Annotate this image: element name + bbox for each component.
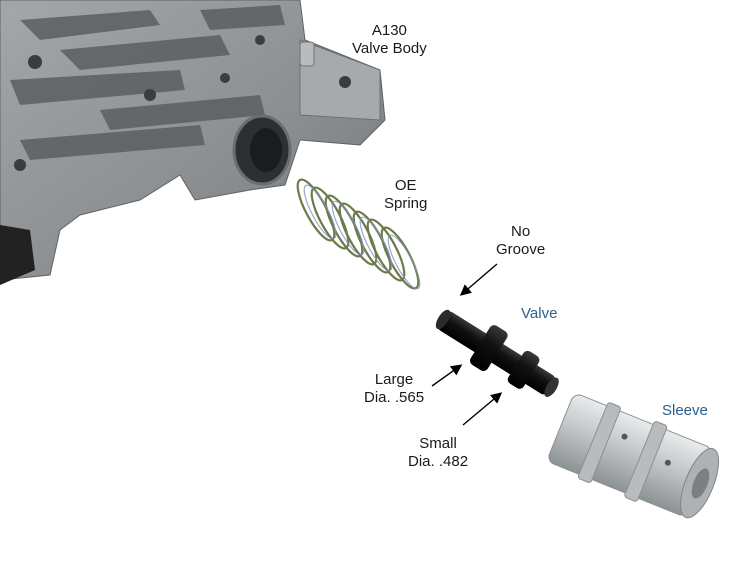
leader-arrows — [431, 263, 503, 426]
valve-body-casting — [0, 0, 386, 285]
oe-spring-label: OE Spring — [384, 177, 428, 212]
valve-label: Valve — [521, 305, 558, 322]
arrow-small-dia — [462, 392, 503, 426]
sleeve-part — [548, 394, 720, 519]
small-dia-label: Small Dia. .482 — [408, 435, 469, 470]
arrow-large-dia — [431, 364, 463, 387]
valve-body-label: A130 Valve Body — [352, 22, 427, 57]
valve-part — [435, 309, 559, 398]
no-groove-label: No Groove — [496, 223, 546, 258]
sleeve-label: Sleeve — [662, 402, 708, 419]
large-dia-label: Large Dia. .565 — [364, 371, 425, 406]
arrow-no-groove — [459, 263, 498, 296]
oe-spring — [296, 178, 421, 290]
